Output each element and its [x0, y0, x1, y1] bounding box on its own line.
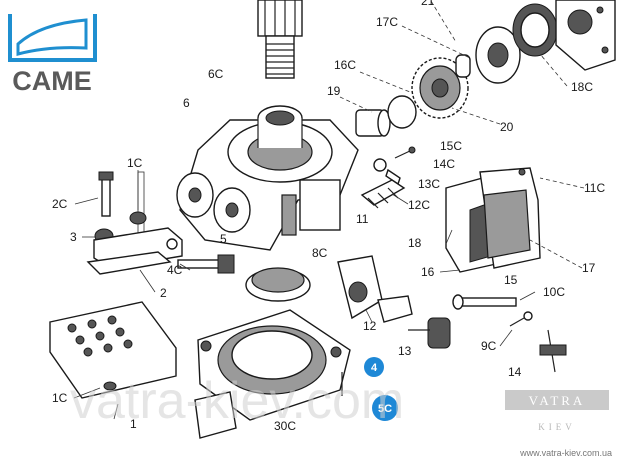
label-11: 11	[356, 212, 369, 226]
left-bracket-parts	[86, 171, 235, 275]
label-14c: 14C	[433, 157, 455, 171]
watermark-badge	[505, 390, 609, 410]
highlighted-callout-4: 4	[364, 357, 384, 377]
label-8c: 8C	[312, 246, 328, 260]
highlighted-callout-5c: 5C	[372, 395, 398, 421]
label-13: 13	[398, 344, 412, 358]
label-19: 19	[327, 84, 341, 98]
label-2c: 2C	[52, 197, 68, 211]
release-lever	[337, 255, 451, 349]
label-3: 3	[70, 230, 77, 244]
cover-cap	[245, 267, 311, 302]
logo-gate-icon	[16, 18, 88, 56]
logo-frame-icon	[8, 14, 97, 62]
label-2: 2	[160, 286, 167, 300]
label-16: 16	[421, 265, 435, 279]
part-labels: 21 17C 16C 6C 19 6 18C 20 15C 14C 13C 1C…	[52, 0, 605, 433]
watermark-text: vatra-kiev.com	[70, 372, 404, 430]
label-17: 17	[582, 261, 596, 275]
label-10c: 10C	[543, 285, 565, 299]
label-1c-bottom: 1C	[52, 391, 68, 405]
label-5c: 5C	[378, 403, 392, 415]
base-plate	[49, 301, 351, 439]
label-1: 1	[130, 417, 137, 431]
label-18: 18	[408, 236, 422, 250]
label-9c: 9C	[481, 339, 497, 353]
came-logo: CAME	[8, 14, 97, 96]
small-hardware	[360, 146, 416, 209]
label-11c: 11C	[584, 181, 605, 195]
label-30c: 30C	[274, 419, 296, 433]
motor-shaft	[257, 0, 303, 79]
label-6c: 6C	[208, 67, 224, 81]
cover-plates	[445, 167, 541, 273]
label-4c: 4C	[167, 263, 183, 277]
watermark: vatra-kiev.com VATRA KIEV www.vatra-kiev…	[70, 372, 612, 458]
watermark-badge-sub: KIEV	[538, 422, 576, 432]
label-13c: 13C	[418, 177, 440, 191]
label-4: 4	[371, 362, 378, 374]
bolt-and-key	[452, 294, 567, 373]
logo-text: CAME	[12, 66, 92, 96]
watermark-url: www.vatra-kiev.com.ua	[519, 448, 612, 458]
gear-housing	[176, 105, 359, 251]
label-12: 12	[363, 319, 377, 333]
watermark-badge-text: VATRA	[529, 393, 586, 408]
label-12c: 12C	[408, 198, 430, 212]
leader-lines	[73, 0, 585, 420]
label-16c: 16C	[334, 58, 356, 72]
label-6: 6	[183, 96, 190, 110]
label-1c-top: 1C	[127, 156, 143, 170]
label-15c: 15C	[440, 139, 462, 153]
label-21: 21	[421, 0, 435, 8]
label-5: 5	[220, 232, 227, 246]
label-17c: 17C	[376, 15, 398, 29]
label-20: 20	[500, 120, 514, 134]
label-18c: 18C	[571, 80, 593, 94]
gear-assembly	[355, 0, 616, 137]
label-15: 15	[504, 273, 518, 287]
label-14: 14	[508, 365, 522, 379]
plate-holes	[67, 315, 133, 357]
